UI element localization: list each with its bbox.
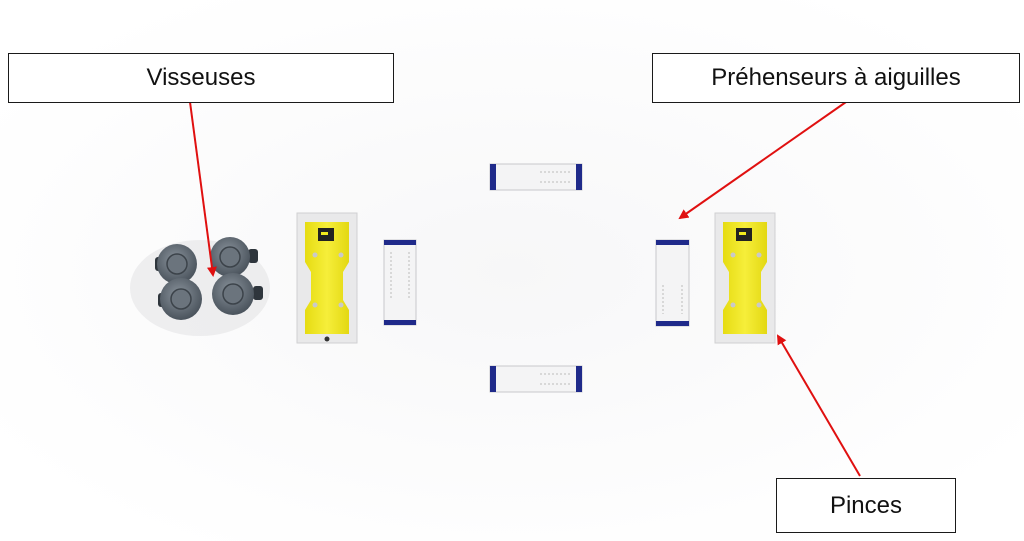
gripper-left [296, 212, 358, 344]
screwdriver-2 [210, 237, 258, 277]
screwdrivers-group [130, 237, 270, 336]
needle-module-right [655, 239, 690, 327]
arrow-visseuses [189, 101, 217, 277]
screwdriver-3 [158, 278, 202, 320]
needle-module-left [383, 239, 417, 326]
arrow-prehenseurs [678, 101, 847, 220]
arrow-pinces [776, 334, 861, 477]
label-pinces-text: Pinces [829, 491, 903, 519]
label-prehenseurs-text: Préhenseurs à aiguilles [711, 64, 961, 91]
label-prehenseurs: Préhenseurs à aiguilles [652, 53, 1020, 103]
needle-module-bottom [489, 365, 583, 393]
gripper-right [714, 212, 776, 344]
screwdriver-4 [212, 273, 263, 315]
needle-module-top [489, 163, 583, 191]
label-visseuses-text: Visseuses [146, 64, 256, 91]
screwdriver-1 [155, 244, 197, 284]
label-pinces: Pinces [776, 478, 956, 533]
label-visseuses: Visseuses [8, 53, 394, 103]
